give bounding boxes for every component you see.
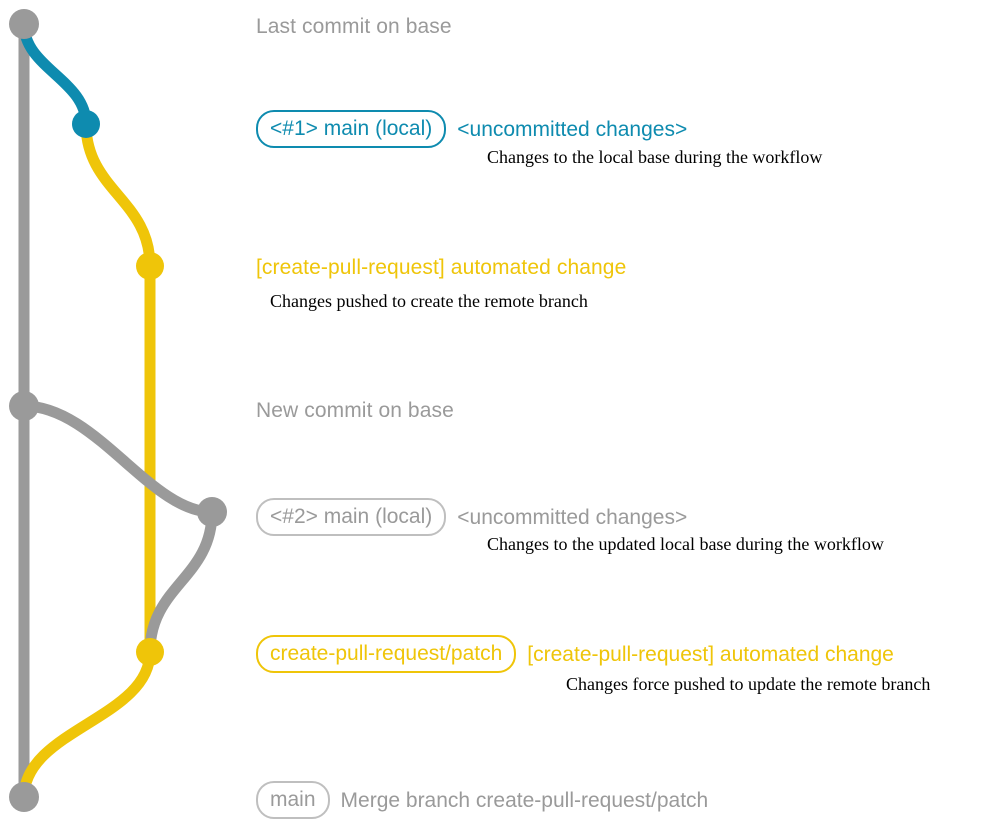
branch-base-to-local-2 — [18, 400, 218, 518]
commit-node-patch-commit-1[interactable] — [136, 252, 164, 280]
commit-label-merge-branch: Merge branch create-pull-request/patch — [340, 788, 709, 812]
commit-label-new-commit-on-base: New commit on base — [256, 399, 454, 422]
commit-description-automated-change-1: Changes pushed to create the remote bran… — [270, 291, 588, 311]
branch-base-to-local-1 — [18, 18, 92, 130]
commit-node-merge-commit[interactable] — [9, 782, 39, 812]
commit-node-base-new-commit[interactable] — [9, 391, 39, 421]
commit-node-patch-commit-2[interactable] — [136, 638, 164, 666]
commit-label-automated-change-1: [create-pull-request] automated change — [256, 256, 627, 279]
commit-label-uncommitted-changes-2: <uncommitted changes> — [457, 505, 688, 529]
commit-row-local-uncommitted-2: <#2> main (local) <uncommitted changes> — [256, 498, 687, 536]
commit-node-local-change-1[interactable] — [72, 110, 100, 138]
commit-label-last-commit-on-base: Last commit on base — [256, 15, 452, 38]
commit-row-merge-branch: main Merge branch create-pull-request/pa… — [256, 781, 708, 819]
branch-pill-main-local-1[interactable]: <#1> main (local) — [256, 110, 447, 148]
commit-description-local-uncommitted-1: Changes to the local base during the wor… — [487, 147, 823, 167]
branch-pill-main-local-2[interactable]: <#2> main (local) — [256, 498, 447, 536]
commit-row-automated-change-2: create-pull-request/patch [create-pull-r… — [256, 635, 894, 673]
commit-node-base-head[interactable] — [9, 9, 39, 39]
branch-pill-create-pull-request-patch[interactable]: create-pull-request/patch — [256, 635, 517, 673]
branch-local-2-to-patch-2 — [144, 506, 218, 658]
commit-node-local-change-2[interactable] — [197, 497, 227, 527]
commit-label-automated-change-2: [create-pull-request] automated change — [527, 642, 894, 666]
commit-description-local-uncommitted-2: Changes to the updated local base during… — [487, 534, 884, 554]
branch-pill-main[interactable]: main — [256, 781, 330, 819]
commit-description-automated-change-2: Changes force pushed to update the remot… — [566, 674, 931, 694]
merge-patch-2-to-base — [18, 646, 156, 803]
commit-label-uncommitted-changes-1: <uncommitted changes> — [457, 117, 688, 141]
commit-row-local-uncommitted-1: <#1> main (local) <uncommitted changes> — [256, 110, 687, 148]
branch-local-1-to-patch-1 — [80, 118, 156, 272]
